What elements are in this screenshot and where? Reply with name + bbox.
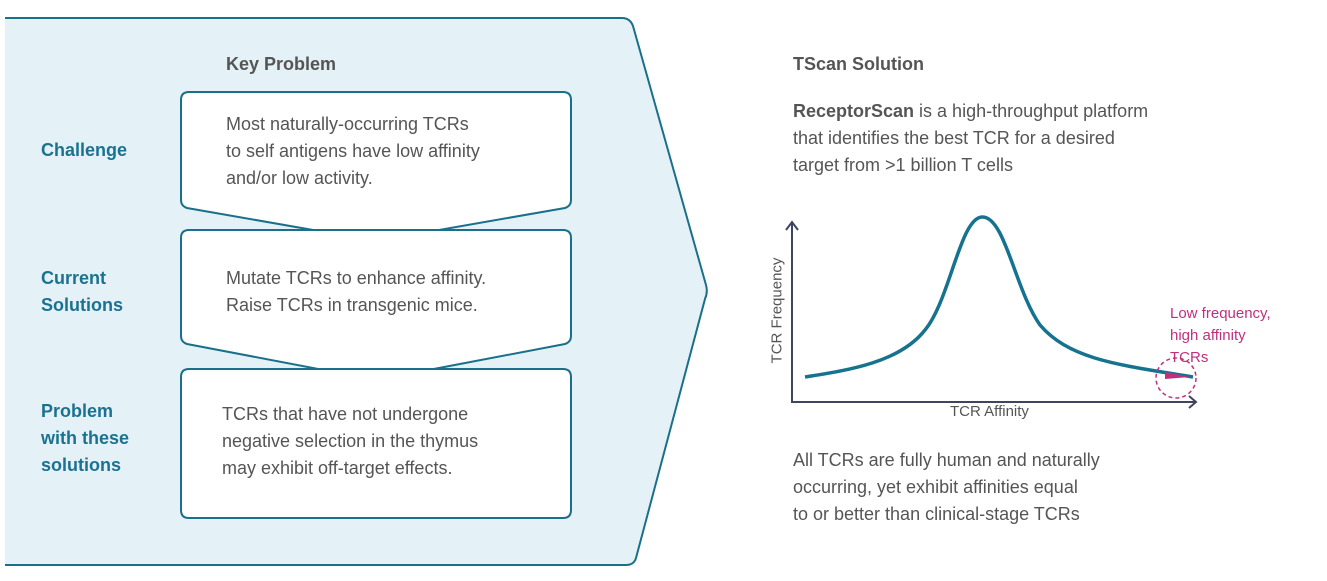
box-challenge	[180, 91, 572, 243]
x-axis-label: TCR Affinity	[950, 403, 1029, 420]
current-solutions-text: Mutate TCRs to enhance affinity.Raise TC…	[226, 268, 487, 315]
frequency-curve	[804, 215, 1194, 379]
highlight-tail	[1165, 372, 1190, 379]
y-axis-label: TCR Frequency	[768, 257, 786, 364]
row-label-challenge: Challenge	[41, 140, 128, 160]
intro-text: ReceptorScan is a high-throughput platfo…	[793, 101, 1149, 175]
box-current-solutions	[180, 229, 572, 382]
key-problem-heading: Key Problem	[226, 54, 337, 74]
highlight-circle	[1155, 357, 1197, 399]
box-problem	[180, 368, 572, 519]
tscan-solution-heading: TScan Solution	[793, 54, 925, 74]
chart-axes	[785, 220, 1198, 409]
